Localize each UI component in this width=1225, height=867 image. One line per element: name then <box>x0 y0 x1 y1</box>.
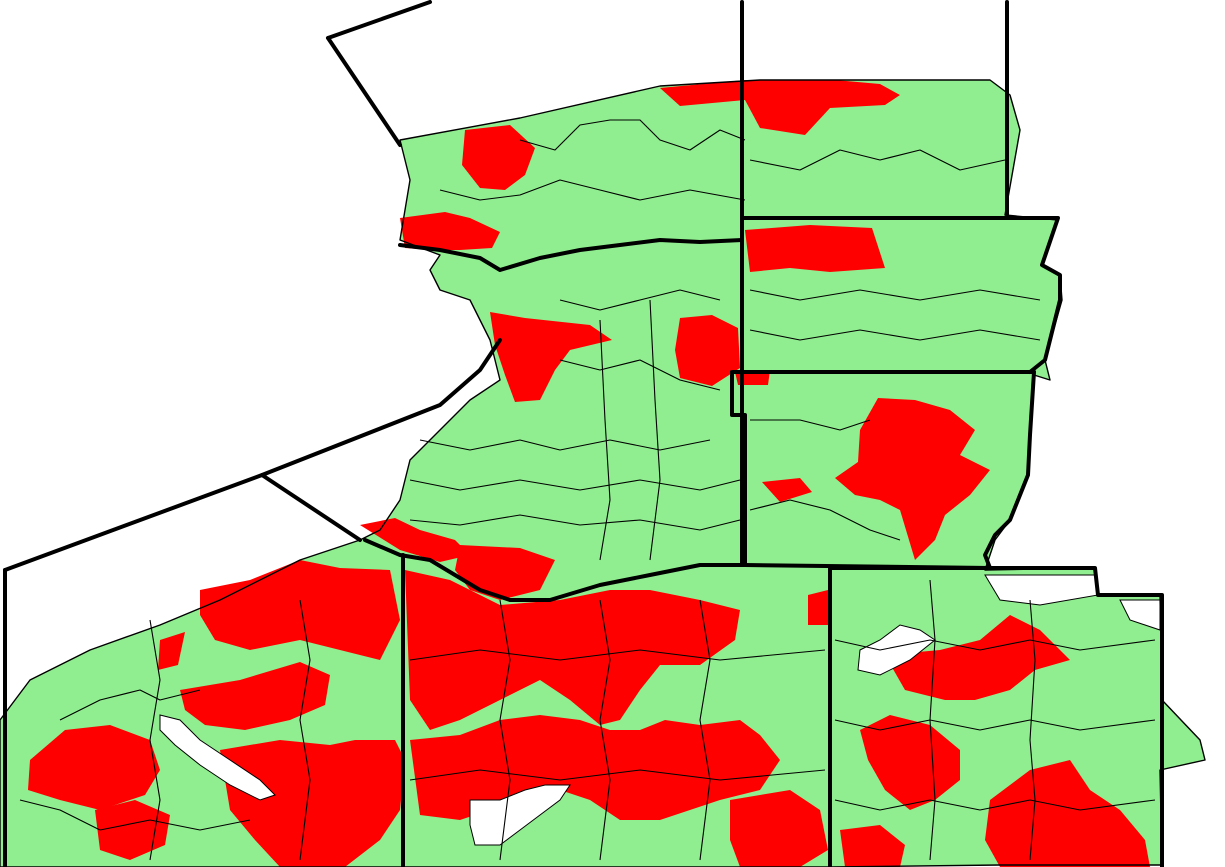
district-line <box>59 689 201 721</box>
district-line <box>834 639 1156 651</box>
district-line <box>499 599 511 861</box>
district-line <box>19 799 251 831</box>
zone-northwest-1 <box>400 212 500 250</box>
zone-southeast-1 <box>885 615 1070 700</box>
zone-harbor <box>490 312 612 402</box>
zone-north-1 <box>462 125 535 190</box>
district-line <box>519 119 746 151</box>
zone-southeast-2 <box>860 715 960 810</box>
district-line <box>834 719 1156 731</box>
district-line <box>599 599 611 861</box>
district-line <box>409 479 741 491</box>
district-line <box>409 769 826 781</box>
district-line <box>299 599 311 861</box>
county-border-east-right <box>983 370 1036 570</box>
zone-south-west-3 <box>180 662 330 730</box>
county-border-west-north <box>326 36 402 147</box>
zone-south-west-6 <box>95 800 170 860</box>
zone-east-1 <box>745 225 885 272</box>
county-border-east-top <box>740 216 1062 374</box>
district-line <box>559 289 721 311</box>
zone-south-west-2 <box>158 632 185 670</box>
county-border-river-1 <box>398 238 744 272</box>
district-line <box>559 359 721 391</box>
zone-south-central-2 <box>410 715 780 820</box>
zone-east-small <box>762 478 812 502</box>
lake-4 <box>984 574 1099 606</box>
district-line <box>149 619 161 861</box>
zone-east-star <box>835 398 990 560</box>
district-line <box>1029 599 1036 861</box>
district-line <box>750 419 871 431</box>
zone-shore-1 <box>360 518 470 562</box>
district-line <box>749 499 901 541</box>
district-line <box>749 289 1041 301</box>
district-line <box>419 439 711 451</box>
district-line <box>409 514 741 531</box>
county-boundaries <box>3 0 1164 867</box>
lake-1 <box>159 714 276 801</box>
county-border-river-2 <box>363 538 747 602</box>
zone-south-west-5 <box>220 740 405 867</box>
zone-southeast-3 <box>985 760 1150 867</box>
district-line <box>699 599 711 861</box>
zone-south-central-4 <box>808 590 828 625</box>
zone-southeast-4 <box>840 825 905 867</box>
zone-south-central-1 <box>405 570 740 730</box>
zone-south-central-3 <box>730 790 828 867</box>
zone-central-1 <box>675 315 740 386</box>
district-line <box>649 299 661 561</box>
water-bodies <box>159 574 1161 846</box>
district-line <box>749 329 1041 341</box>
zone-north-2 <box>660 80 900 135</box>
zone-south-west-4 <box>28 725 160 810</box>
district-lines <box>19 119 1156 861</box>
county-border-lake-shore-2 <box>260 338 502 477</box>
district-line <box>439 179 746 201</box>
county-border-lake-north <box>326 0 432 40</box>
zone-shore-2 <box>455 545 555 600</box>
county-border-east-mid-left <box>730 370 747 567</box>
lake-2 <box>469 784 571 846</box>
district-line <box>409 649 826 661</box>
district-line <box>599 319 611 561</box>
district-line <box>929 579 936 861</box>
county-border-southeast-top <box>828 566 1164 867</box>
red-zones <box>28 80 1150 867</box>
district-line <box>749 149 1006 171</box>
district-line <box>834 799 1156 811</box>
